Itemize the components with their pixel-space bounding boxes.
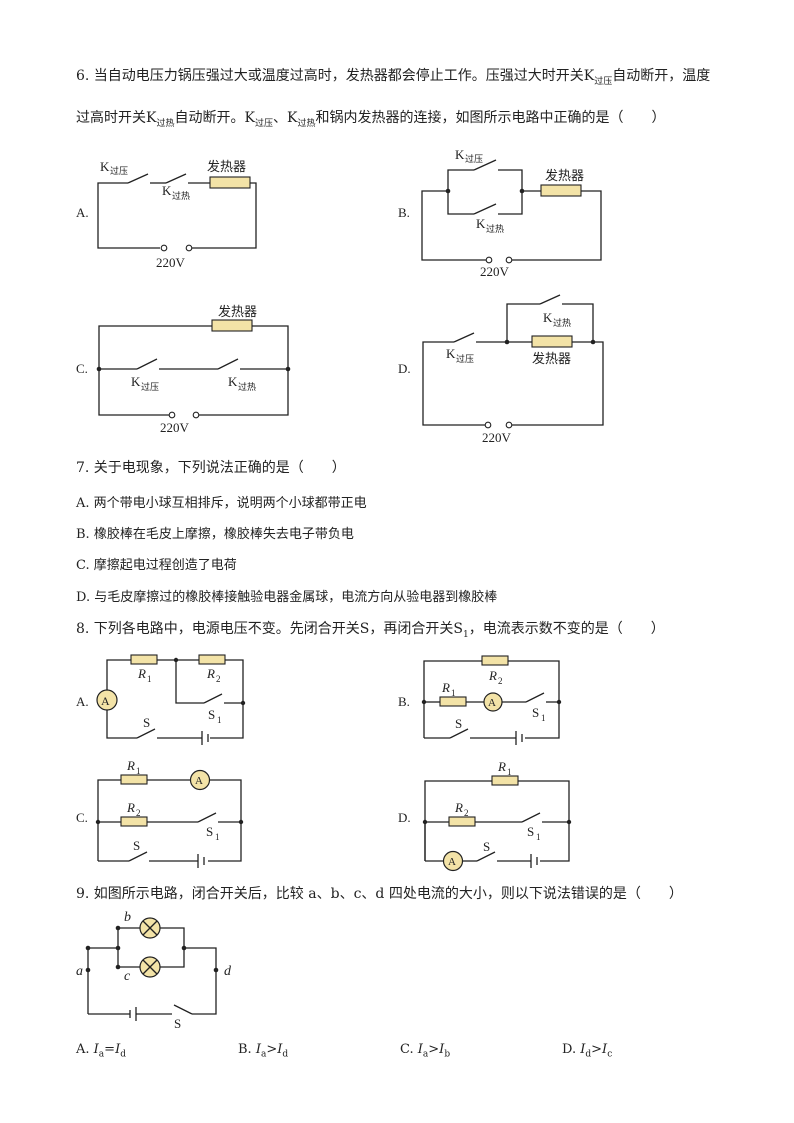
- q9-label-d: d: [224, 964, 232, 979]
- svg-text:1: 1: [136, 766, 141, 776]
- q9-label-s: S: [174, 1016, 181, 1031]
- svg-text:1: 1: [147, 674, 152, 684]
- q9-option-c[interactable]: C. Ia>Ib: [400, 1042, 451, 1060]
- svg-text:B.: B.: [398, 694, 410, 709]
- q6-line2: 过高时开关K过热自动断开。K过压、K过热和锅内发热器的连接，如图所示电路中正确的…: [76, 110, 666, 129]
- svg-text:1: 1: [541, 713, 546, 723]
- svg-text:A: A: [101, 694, 110, 708]
- svg-text:K: K: [446, 346, 456, 361]
- svg-text:A: A: [195, 775, 203, 787]
- svg-text:S: S: [133, 838, 140, 853]
- svg-text:K: K: [131, 374, 141, 389]
- svg-text:过压: 过压: [110, 165, 128, 176]
- svg-text:R: R: [488, 668, 497, 683]
- svg-text:过压: 过压: [465, 153, 483, 164]
- svg-text:S: S: [206, 824, 213, 839]
- q6-option-d-label: D.: [398, 361, 411, 376]
- q9-option-d[interactable]: D. Id>Ic: [562, 1042, 613, 1060]
- svg-text:发热器: 发热器: [545, 168, 584, 183]
- svg-text:A: A: [448, 856, 456, 868]
- svg-text:K: K: [476, 216, 486, 231]
- svg-text:K: K: [455, 147, 465, 162]
- q6-option-a-label: A.: [76, 205, 89, 220]
- q8-stem: 8. 下列各电路中，电源电压不变。先闭合开关S，再闭合开关S1，电流表示数不变的…: [76, 621, 665, 640]
- svg-text:发热器: 发热器: [532, 351, 571, 366]
- svg-text:K: K: [228, 374, 238, 389]
- svg-text:C.: C.: [76, 810, 88, 825]
- svg-text:R: R: [497, 759, 506, 774]
- svg-text:过热: 过热: [486, 223, 504, 234]
- svg-text:过热: 过热: [238, 381, 256, 392]
- q7-stem: 7. 关于电现象，下列说法正确的是（ ）: [76, 460, 346, 476]
- svg-text:1: 1: [536, 832, 541, 842]
- svg-text:220V: 220V: [482, 430, 512, 445]
- svg-text:220V: 220V: [160, 420, 190, 435]
- svg-text:R: R: [137, 666, 146, 681]
- svg-text:S: S: [455, 716, 462, 731]
- q9-label-b: b: [124, 910, 131, 925]
- svg-text:220V: 220V: [156, 255, 186, 270]
- q7-option-c[interactable]: C. 摩擦起电过程创造了电荷: [76, 558, 237, 573]
- svg-text:发热器: 发热器: [207, 159, 246, 174]
- svg-text:R: R: [126, 800, 135, 815]
- q9-label-c: c: [124, 969, 131, 984]
- q7-option-b[interactable]: B. 橡胶棒在毛皮上摩擦，橡胶棒失去电子带负电: [76, 527, 354, 542]
- svg-text:过热: 过热: [553, 317, 571, 328]
- svg-text:A: A: [488, 697, 496, 709]
- svg-text:K: K: [543, 310, 553, 325]
- svg-text:发热器: 发热器: [218, 304, 257, 319]
- svg-text:2: 2: [464, 808, 469, 818]
- svg-text:过压: 过压: [141, 381, 159, 392]
- svg-text:R: R: [206, 666, 215, 681]
- q6-option-b-label: B.: [398, 205, 410, 220]
- svg-text:过热: 过热: [172, 190, 190, 201]
- svg-text:K: K: [162, 183, 172, 198]
- q9-option-a[interactable]: A. Ia=Id: [76, 1042, 126, 1060]
- svg-text:A.: A.: [76, 694, 89, 709]
- svg-text:1: 1: [507, 767, 512, 777]
- q6-option-c-label: C.: [76, 361, 88, 376]
- q6-line1: 6. 当自动电压力锅压强过大或温度过高时，发热器都会停止工作。压强过大时开关K过…: [76, 68, 711, 87]
- svg-text:2: 2: [498, 676, 503, 686]
- svg-text:1: 1: [215, 832, 220, 842]
- svg-text:1: 1: [217, 715, 222, 725]
- q9-label-a: a: [76, 964, 83, 979]
- svg-text:2: 2: [216, 674, 221, 684]
- svg-text:R: R: [441, 680, 450, 695]
- svg-text:K: K: [100, 159, 110, 174]
- svg-text:S: S: [143, 715, 150, 730]
- svg-text:过压: 过压: [456, 353, 474, 364]
- svg-text:R: R: [454, 800, 463, 815]
- svg-text:220V: 220V: [480, 264, 510, 279]
- svg-text:S: S: [527, 824, 534, 839]
- svg-text:2: 2: [136, 808, 141, 818]
- svg-text:S: S: [208, 707, 215, 722]
- svg-text:S: S: [532, 705, 539, 720]
- q9-stem: 9. 如图所示电路，闭合开关后，比较 a、b、c、d 四处电流的大小，则以下说法…: [76, 886, 683, 902]
- q7-option-d[interactable]: D. 与毛皮摩擦过的橡胶棒接触验电器金属球，电流方向从验电器到橡胶棒: [76, 590, 498, 605]
- q9-option-b[interactable]: B. Ia>Id: [238, 1042, 289, 1060]
- svg-text:D.: D.: [398, 810, 411, 825]
- svg-text:S: S: [483, 839, 490, 854]
- q7-option-a[interactable]: A. 两个带电小球互相排斥，说明两个小球都带正电: [76, 496, 367, 511]
- svg-text:1: 1: [451, 688, 456, 698]
- svg-text:R: R: [126, 758, 135, 773]
